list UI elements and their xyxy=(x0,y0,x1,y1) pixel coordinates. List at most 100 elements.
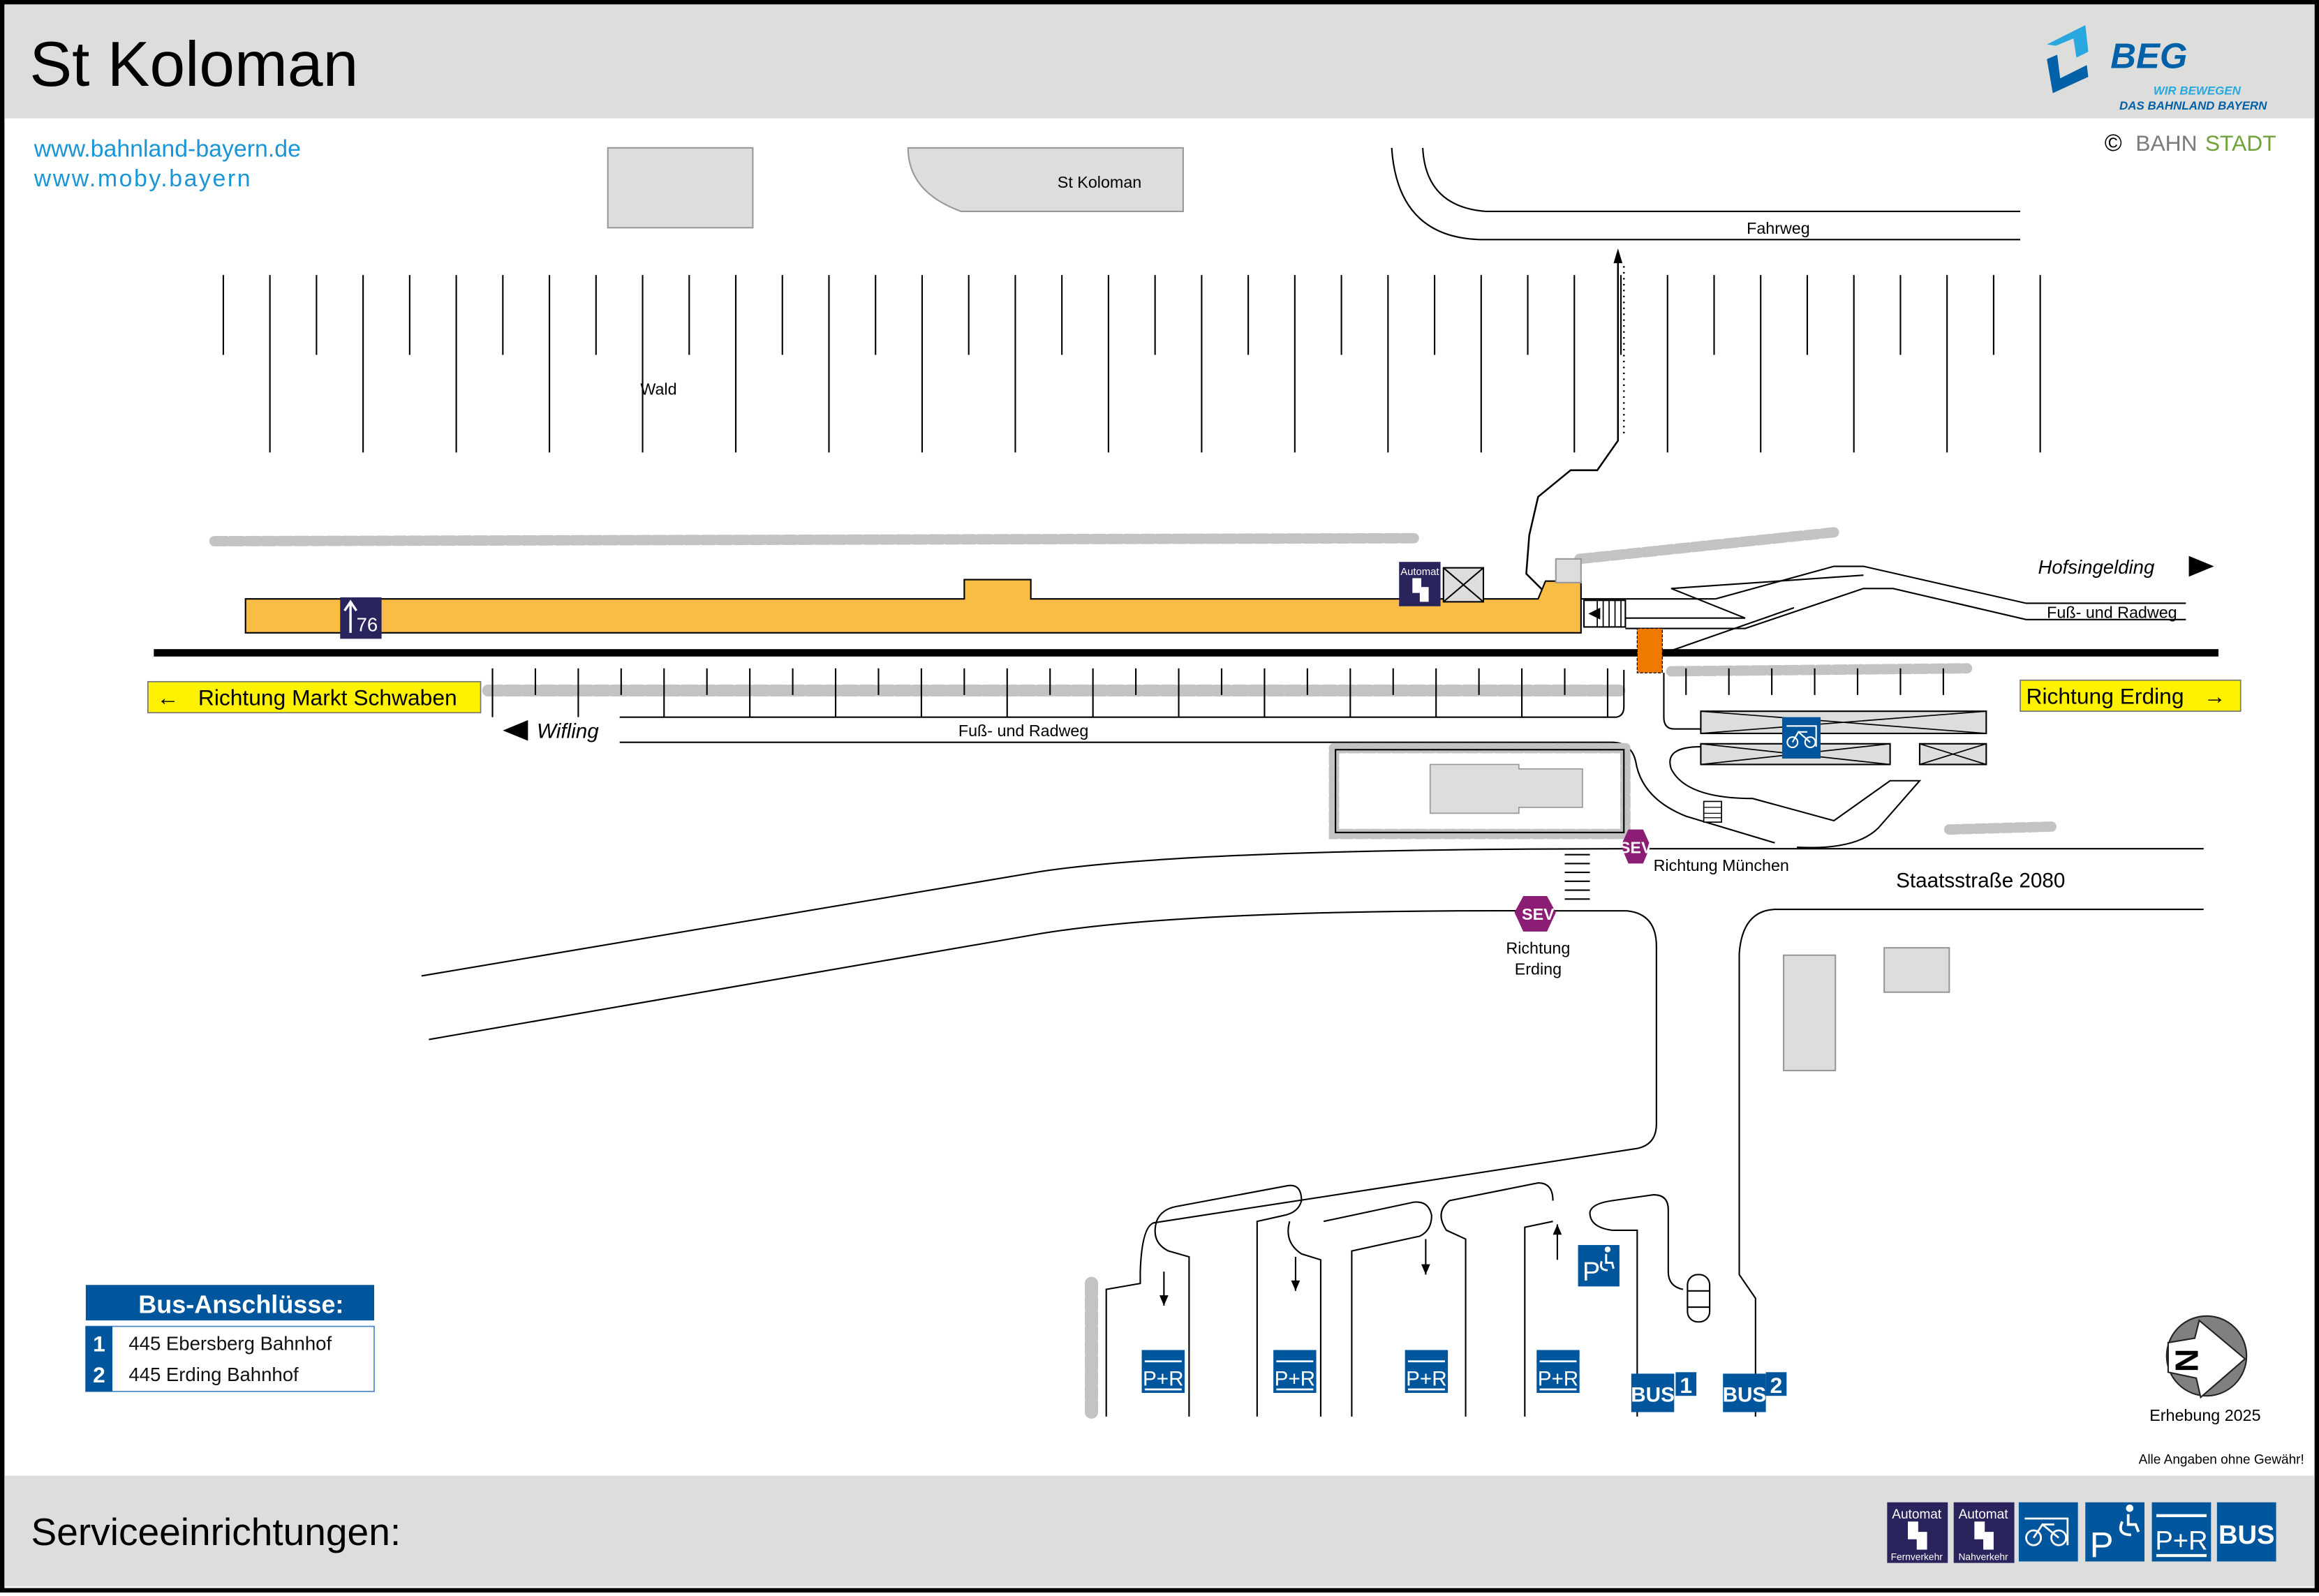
header-band xyxy=(4,4,2315,119)
sev-label: SEV xyxy=(1522,905,1555,923)
track-number: 76 xyxy=(357,614,378,636)
service-bike-parking xyxy=(2018,1502,2078,1562)
beg-tagline-1: WIR BEWEGEN xyxy=(2154,84,2242,98)
direction-sign-erding: Richtung Erding → xyxy=(2020,679,2242,713)
label-fuss-radweg-south: Fuß- und Radweg xyxy=(958,722,1088,740)
ticket-icon xyxy=(1916,1532,1927,1550)
service-label: P xyxy=(2090,1525,2114,1565)
beg-tagline-2: DAS BAHNLAND BAYERN xyxy=(2119,99,2267,112)
service-label: P+R xyxy=(2155,1526,2207,1556)
bus-stop-number: 1 xyxy=(1680,1373,1692,1398)
arrow-left-icon xyxy=(503,719,528,741)
wheelchair-icon xyxy=(2126,1504,2134,1512)
building-right-tall xyxy=(1782,954,1837,1072)
service-sublabel: Nahverkehr xyxy=(1958,1551,2008,1562)
bahnstadt-part1: BAHN xyxy=(2135,130,2197,156)
service-label: Automat xyxy=(1959,1507,2009,1522)
bike-shelter xyxy=(1700,710,1987,766)
hedge-east xyxy=(1943,821,2059,835)
parking-islands xyxy=(1154,1182,1684,1417)
park-and-ride-label: P+R xyxy=(1143,1367,1184,1390)
forest-lines xyxy=(222,275,2041,453)
bus-label: BUS xyxy=(1723,1384,1767,1407)
park-and-ride-icon: P+R xyxy=(1141,1350,1185,1393)
sev-stop-erding[interactable]: SEV xyxy=(1514,896,1556,932)
survey-year: Erhebung 2025 xyxy=(2149,1406,2260,1424)
crosswalk xyxy=(1564,853,1590,900)
park-and-ride-label: P+R xyxy=(1406,1367,1447,1390)
label-building-st-koloman: St Koloman xyxy=(1058,173,1141,191)
hedge-north xyxy=(209,532,1423,546)
wheelchair-icon xyxy=(1604,1246,1611,1253)
bike-parking-icon xyxy=(1781,717,1821,759)
label-staatsstrasse: Staatsstraße 2080 xyxy=(1896,869,2065,892)
fenced-area xyxy=(1335,749,1625,833)
stair-path xyxy=(1525,251,1625,592)
park-and-ride-signs: P+R P+R P+R P+R xyxy=(1141,1350,1580,1393)
bus-stop-number: 2 xyxy=(93,1362,105,1387)
copyright-symbol: © xyxy=(2105,130,2122,156)
bus-connections-table: Bus-Anschlüsse: 1 445 Ebersberg Bahnhof … xyxy=(85,1285,375,1392)
ticket-icon xyxy=(1983,1532,1994,1550)
park-and-ride-label: P+R xyxy=(1538,1367,1579,1390)
bollard-lines xyxy=(1687,1290,1710,1308)
fence-ticks xyxy=(491,668,1944,717)
railway-track xyxy=(154,649,2218,657)
hedge-fenced-area xyxy=(1328,743,1631,840)
north-letter: N xyxy=(2168,1349,2205,1373)
building-st-koloman xyxy=(907,147,1184,213)
direction-label-left: Richtung Markt Schwaben xyxy=(198,685,457,710)
service-automat-nahverkehr: Automat Nahverkehr xyxy=(1953,1502,2015,1563)
link-moby[interactable]: www.moby.bayern xyxy=(34,165,252,192)
stair-arrow-icon xyxy=(1613,248,1623,264)
building-right-small xyxy=(1883,947,1950,993)
stairs-arrow-icon xyxy=(1588,607,1601,620)
page-title: St Koloman xyxy=(29,29,358,100)
disabled-p-label: P xyxy=(1583,1257,1600,1287)
road-fahrweg xyxy=(1391,147,2021,241)
service-automat-fernverkehr: Automat Fernverkehr xyxy=(1887,1502,1948,1563)
bus-line: 445 Ebersberg Bahnhof xyxy=(128,1333,332,1355)
arrow-right-icon: → xyxy=(2204,684,2226,709)
beg-logo: BEG WIR BEWEGEN DAS BAHNLAND BAYERN xyxy=(2047,25,2267,112)
label-hofsingelding: Hofsingelding xyxy=(2038,556,2155,578)
services-title: Serviceeinrichtungen: xyxy=(31,1510,401,1553)
disclaimer: Alle Angaben ohne Gewähr! xyxy=(2139,1453,2304,1468)
bus-label: BUS xyxy=(1631,1384,1675,1407)
bahnstadt-part2: STADT xyxy=(2205,130,2276,156)
service-bus: BUS xyxy=(2216,1502,2276,1562)
arrow-down-icon xyxy=(1291,1257,1301,1291)
ticket-machine[interactable]: Automat xyxy=(1399,562,1485,606)
ticket-icon xyxy=(1412,578,1421,593)
disabled-parking-sign: P xyxy=(1578,1245,1620,1287)
level-crossing xyxy=(1636,627,1663,673)
arrow-down-icon xyxy=(1421,1239,1430,1275)
sev-stop-muenchen[interactable]: SEV xyxy=(1620,829,1652,864)
north-compass: N xyxy=(2165,1315,2248,1399)
sev-label: SEV xyxy=(1620,839,1652,857)
hedge-southeast xyxy=(1666,663,1973,677)
link-bahnland[interactable]: www.bahnland-bayern.de xyxy=(34,136,301,163)
park-and-ride-icon: P+R xyxy=(1273,1350,1317,1393)
building-fenced xyxy=(1429,763,1583,814)
park-and-ride-label: P+R xyxy=(1275,1367,1316,1390)
bus-line: 445 Erding Bahnhof xyxy=(128,1364,299,1385)
arrow-right-icon xyxy=(2188,555,2214,577)
beg-logo-text: BEG xyxy=(2110,36,2187,75)
road-staatsstrasse xyxy=(421,848,2204,1417)
shelter-small xyxy=(1555,558,1582,583)
label-fuss-radweg-north: Fuß- und Radweg xyxy=(2047,604,2177,622)
label-richtung-muenchen: Richtung München xyxy=(1654,856,1789,874)
bus-connections-title: Bus-Anschlüsse: xyxy=(138,1290,343,1319)
bus-stop-number: 1 xyxy=(93,1332,105,1357)
service-disabled-parking: P xyxy=(2085,1502,2145,1565)
service-label: BUS xyxy=(2218,1520,2274,1550)
track-marker: 76 xyxy=(340,597,382,639)
service-label: Automat xyxy=(1892,1507,1942,1522)
ticket-icon xyxy=(1974,1521,1985,1539)
